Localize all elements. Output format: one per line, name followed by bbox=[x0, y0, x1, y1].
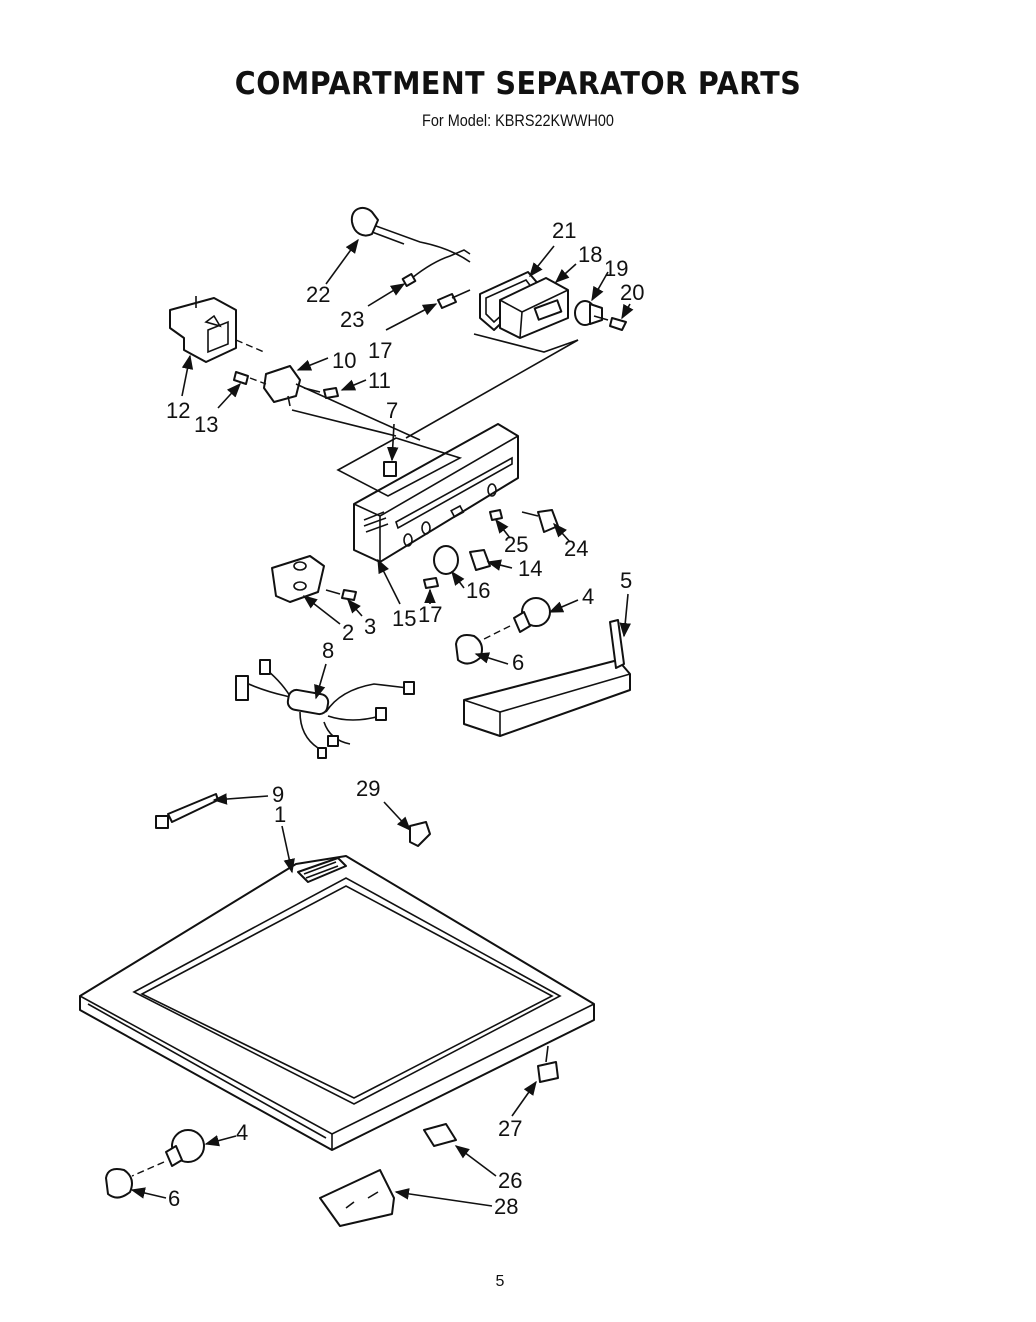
part-2-cover bbox=[271, 555, 325, 603]
part-19-socket bbox=[574, 300, 603, 326]
label-4-lower: 4 bbox=[236, 1120, 248, 1145]
label-6-upper: 6 bbox=[512, 650, 524, 675]
label-25: 25 bbox=[504, 532, 528, 557]
page-title: COMPARTMENT SEPARATOR PARTS bbox=[234, 66, 802, 102]
part-10-switch bbox=[263, 365, 301, 407]
label-2: 2 bbox=[342, 620, 354, 645]
part-6-lens-upper bbox=[455, 634, 483, 665]
leader-arrows bbox=[130, 238, 634, 1207]
part-27-socket bbox=[537, 1045, 559, 1083]
label-21: 21 bbox=[552, 218, 576, 243]
part-14-socket bbox=[469, 549, 491, 571]
part-3-screw bbox=[325, 589, 357, 601]
label-13: 13 bbox=[194, 412, 218, 437]
label-11: 11 bbox=[368, 368, 391, 393]
part-25-clip bbox=[489, 509, 503, 521]
part-labels: 22 23 17 21 18 19 20 10 11 12 13 7 24 25… bbox=[166, 218, 644, 1219]
label-6-lower: 6 bbox=[168, 1186, 180, 1211]
label-1: 1 bbox=[274, 802, 286, 827]
label-28: 28 bbox=[494, 1194, 518, 1219]
label-24: 24 bbox=[564, 536, 588, 561]
label-15: 15 bbox=[392, 606, 416, 631]
label-3: 3 bbox=[364, 614, 376, 639]
label-9: 9 bbox=[272, 782, 284, 807]
label-17-top: 17 bbox=[368, 338, 392, 363]
label-12: 12 bbox=[166, 398, 190, 423]
model-subtitle: For Model: KBRS22KWWH00 bbox=[422, 111, 614, 130]
part-15-control-housing bbox=[353, 423, 519, 563]
part-24-lamp-socket bbox=[521, 509, 559, 533]
label-20: 20 bbox=[620, 280, 644, 305]
part-12-bracket bbox=[169, 296, 237, 363]
part-17-screw-top bbox=[437, 289, 471, 309]
part-20-screw bbox=[593, 315, 627, 331]
part-17-screw-lower bbox=[423, 577, 439, 589]
part-26-switch bbox=[423, 1123, 457, 1147]
part-16-knob bbox=[433, 545, 459, 575]
part-5-trim-strip bbox=[463, 619, 631, 737]
part-6-lens-lower bbox=[105, 1168, 133, 1199]
part-13-screw bbox=[233, 371, 249, 385]
label-14: 14 bbox=[518, 556, 542, 581]
part-8-wire-harness bbox=[235, 659, 415, 759]
label-7: 7 bbox=[386, 398, 398, 423]
label-17-lower: 17 bbox=[418, 602, 442, 627]
page-number: 5 bbox=[495, 1273, 505, 1290]
part-28-bracket bbox=[319, 1169, 395, 1227]
part-4-light-bulb-upper bbox=[513, 597, 551, 633]
label-10: 10 bbox=[332, 348, 356, 373]
label-23: 23 bbox=[340, 307, 364, 332]
part-1-compartment-separator bbox=[79, 855, 595, 1151]
part-4-light-bulb-lower bbox=[165, 1129, 205, 1167]
label-18: 18 bbox=[578, 242, 602, 267]
part-23-sensor-tube bbox=[401, 249, 471, 287]
label-5: 5 bbox=[620, 568, 632, 593]
label-8: 8 bbox=[322, 638, 334, 663]
label-22: 22 bbox=[306, 282, 330, 307]
label-27: 27 bbox=[498, 1116, 522, 1141]
label-26: 26 bbox=[498, 1168, 522, 1193]
label-29: 29 bbox=[356, 776, 380, 801]
part-29-clip bbox=[409, 821, 431, 847]
label-4-upper: 4 bbox=[582, 584, 594, 609]
label-19: 19 bbox=[604, 256, 628, 281]
part-18-thermostat-housing bbox=[499, 277, 569, 339]
part-22-control-knob bbox=[350, 206, 471, 263]
label-16: 16 bbox=[466, 578, 490, 603]
part-7-clip bbox=[336, 437, 463, 497]
part-9-thermistor bbox=[155, 793, 219, 829]
